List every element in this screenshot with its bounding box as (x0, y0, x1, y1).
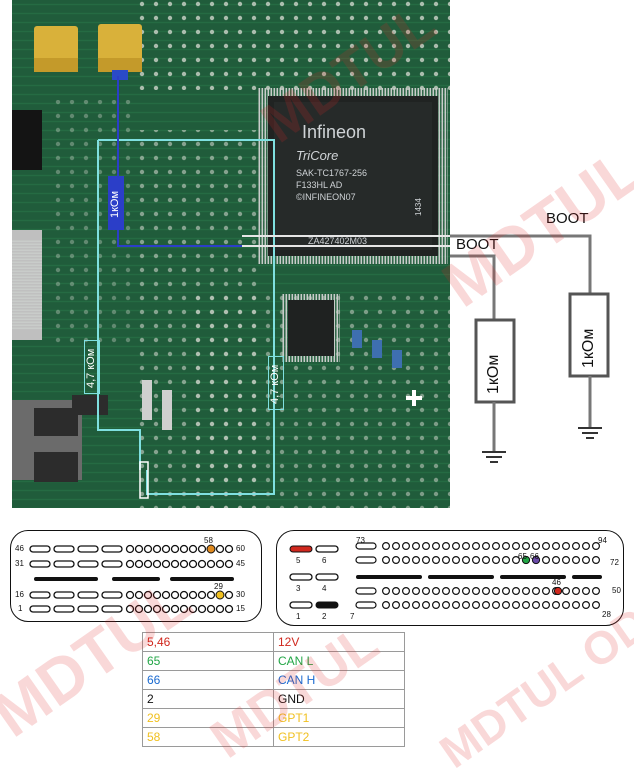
conn-right-label-46: 46 (552, 578, 561, 587)
conn-right-label-4: 4 (322, 584, 327, 593)
legend-signal: GPT1 (273, 708, 405, 728)
conn-right-label-65: 65 (518, 552, 527, 561)
legend-pin: 5,46 (142, 632, 274, 652)
chip-line-3: ©INFINEON07 (296, 192, 356, 202)
pin-58-marker (206, 544, 216, 554)
conn-right-label-5: 5 (296, 556, 301, 565)
chip-line-2: F133HL AD (296, 180, 343, 190)
legend-pin: 65 (142, 651, 274, 671)
boot-wire-2 (450, 254, 496, 320)
conn-right-label-1: 1 (296, 612, 301, 621)
resistor-label-1: 1кОм (580, 328, 597, 368)
resistor-label-2: 1кОм (485, 354, 502, 394)
ground-icon (578, 427, 602, 439)
conn-right-label-73: 73 (356, 536, 365, 545)
boot-schematic (450, 234, 610, 463)
pin-65-marker (521, 555, 531, 565)
conn-left-label-15: 15 (236, 604, 245, 613)
ground-icon (482, 451, 506, 463)
conn-left-label-60: 60 (236, 544, 245, 553)
pin-5-marker (289, 545, 313, 553)
legend-signal: GPT2 (273, 727, 405, 747)
legend-pin: 58 (142, 727, 274, 747)
chip-brand: Infineon (302, 122, 366, 143)
resistor-body-2 (474, 318, 516, 404)
conn-left-label-58: 58 (204, 536, 213, 545)
conn-right-label-3: 3 (296, 584, 301, 593)
boot-label-1: BOOT (546, 210, 589, 227)
conn-right-label-66: 66 (530, 552, 539, 561)
pin-2-marker (315, 601, 339, 609)
connector-right-pins (289, 542, 602, 609)
conn-left-label-1: 1 (18, 604, 23, 613)
conn-left-label-31: 31 (15, 559, 24, 568)
chip-brand-text: Infineon (302, 122, 367, 142)
boot-label-2: BOOT (456, 236, 499, 253)
legend-signal: CAN H (273, 670, 405, 690)
pin-66-marker (531, 555, 541, 565)
pcb-resistor-box-1 (108, 176, 124, 230)
conn-right-label-50: 50 (612, 586, 621, 595)
conn-right-label-7: 7 (350, 612, 355, 621)
boot-wire-1 (450, 234, 592, 294)
pcb-resistor-box-2 (84, 340, 100, 394)
chip-code: ZA427402M03 (308, 236, 368, 246)
conn-right-label-6: 6 (322, 556, 327, 565)
connector-left-pins (29, 544, 234, 614)
conn-left-label-46: 46 (15, 544, 24, 553)
pin-46-marker (553, 586, 563, 596)
conn-left-label-29: 29 (214, 582, 223, 591)
pcb-resistor-box-3 (268, 356, 284, 410)
conn-right-label-72: 72 (610, 558, 619, 567)
conn-left-label-30: 30 (236, 590, 245, 599)
chip-family: TriCore (296, 148, 339, 163)
pcb-artwork (12, 0, 450, 508)
conn-right-label-94: 94 (598, 536, 607, 545)
chip-line-1: SAK-TC1767-256 (296, 168, 368, 178)
pcb-photo: 1кОм 4,7 кОм 4,7 кОм Infineon TriCore SA… (12, 0, 450, 508)
conn-left-label-16: 16 (15, 590, 24, 599)
conn-right-label-28: 28 (602, 610, 611, 619)
legend-signal: CAN L (273, 651, 405, 671)
pin-29-marker (215, 590, 225, 600)
conn-right-label-2: 2 (322, 612, 327, 621)
conn-left-label-45: 45 (236, 559, 245, 568)
